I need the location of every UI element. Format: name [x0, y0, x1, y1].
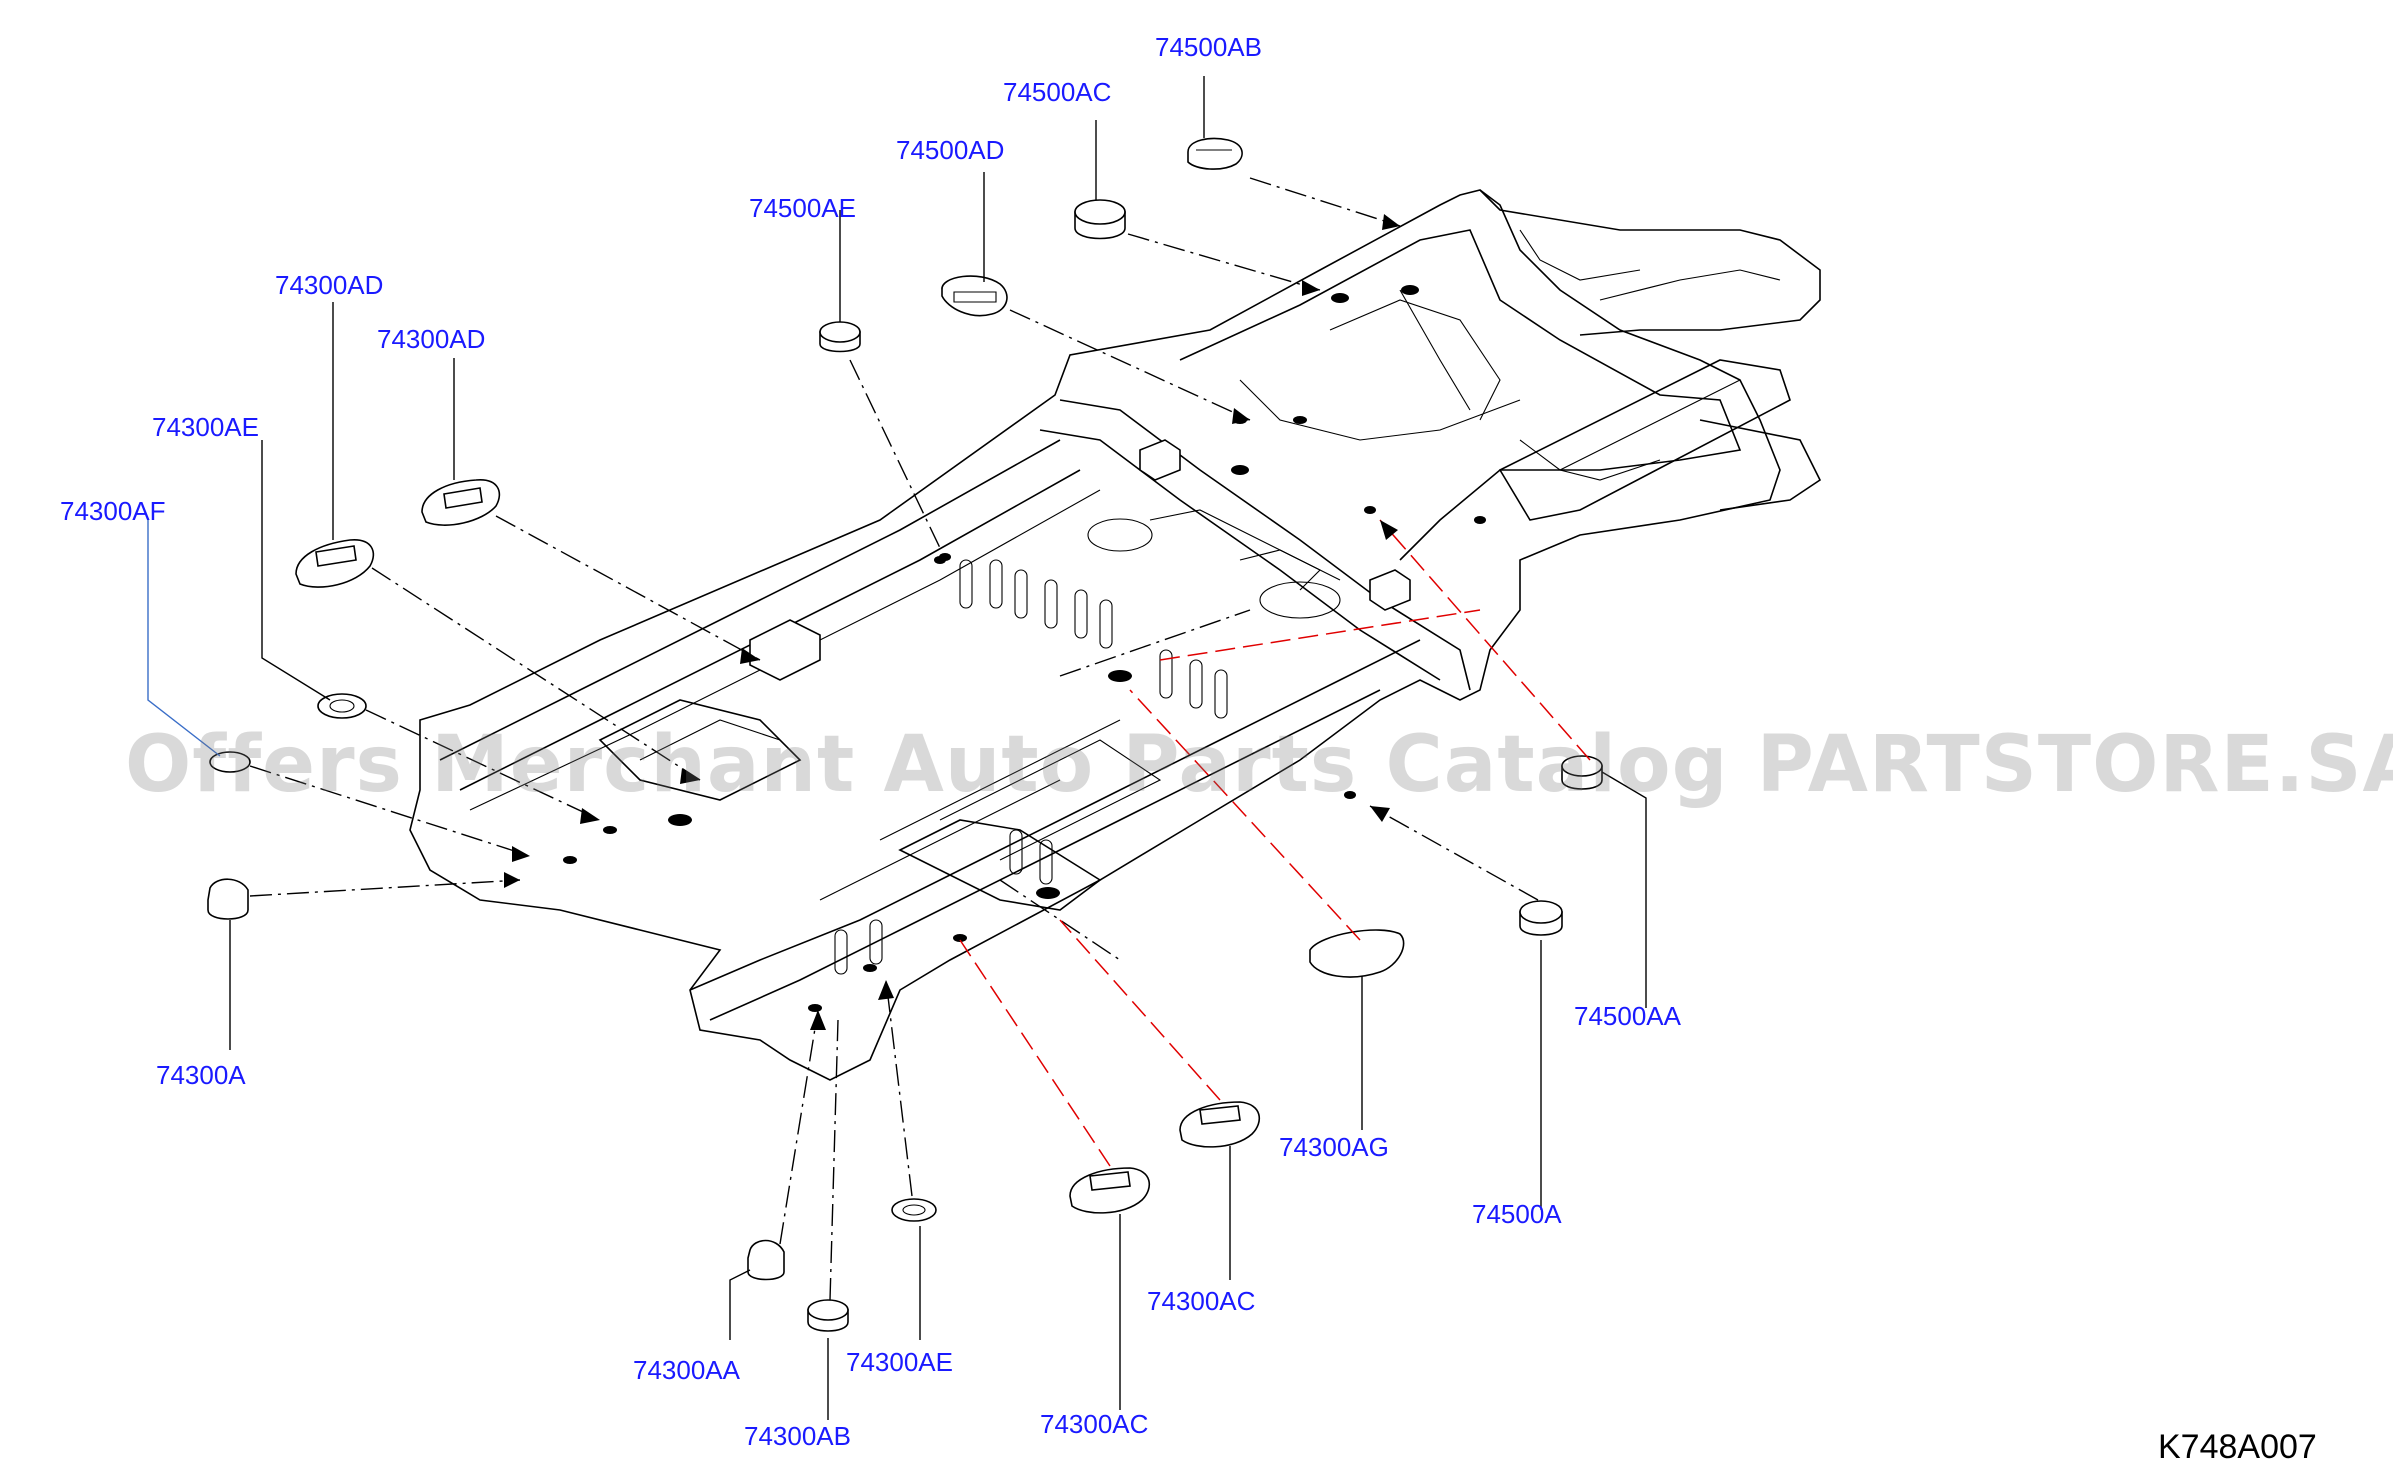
label-74500AB[interactable]: 74500AB	[1155, 32, 1262, 62]
label-74300AE-1[interactable]: 74300AE	[152, 412, 259, 442]
label-74500AE[interactable]: 74500AE	[749, 193, 856, 223]
label-74300AA[interactable]: 74300AA	[633, 1355, 740, 1385]
label-74500AD[interactable]: 74500AD	[896, 135, 1005, 165]
assembly-lines	[249, 177, 1591, 1301]
floor-panel-assembly	[409, 189, 1822, 1081]
part-74300AB-plug	[807, 1299, 849, 1332]
part-74300AF-plug	[209, 751, 251, 773]
leader-lines	[147, 76, 1647, 1420]
label-74300AC-1[interactable]: 74300AC	[1147, 1286, 1256, 1316]
part-74500A-plug	[1519, 900, 1563, 936]
part-74500AA-plug	[1561, 755, 1603, 790]
part-74300AG-pad	[1309, 929, 1405, 978]
part-74300AC-clip-2	[1069, 1167, 1151, 1214]
label-74500A[interactable]: 74500A	[1472, 1199, 1562, 1229]
label-74300AC-2[interactable]: 74300AC	[1040, 1409, 1149, 1439]
label-74500AA[interactable]: 74500AA	[1574, 1001, 1681, 1031]
label-74300AF[interactable]: 74300AF	[60, 496, 166, 526]
label-74300AD-1[interactable]: 74300AD	[275, 270, 384, 300]
part-74500AC-plug	[1074, 199, 1126, 240]
watermark-text: Offers Merchant Auto Parts Catalog PARTS…	[125, 720, 2393, 810]
part-74500AD-plug	[941, 275, 1008, 317]
part-74300AC-clip-1	[1179, 1101, 1261, 1148]
arrow-heads	[504, 214, 1400, 1030]
label-74300AD-2[interactable]: 74300AD	[377, 324, 486, 354]
part-74500AB-plug	[1187, 137, 1243, 170]
label-74300AG[interactable]: 74300AG	[1279, 1132, 1389, 1162]
label-74300AE-2[interactable]: 74300AE	[846, 1347, 953, 1377]
label-74500AC[interactable]: 74500AC	[1003, 77, 1112, 107]
drawing-code: K748A007	[2158, 1428, 2317, 1466]
part-74500AE-plug	[819, 321, 861, 353]
part-74300A-plug	[207, 878, 249, 920]
part-74300AD-clip-1	[295, 539, 375, 588]
part-74300AA-plug	[747, 1239, 785, 1281]
part-74300AE-grommet-2	[891, 1198, 937, 1222]
label-74300A[interactable]: 74300A	[156, 1060, 246, 1090]
part-74300AD-clip-2	[421, 479, 501, 526]
label-74300AB[interactable]: 74300AB	[744, 1421, 851, 1451]
